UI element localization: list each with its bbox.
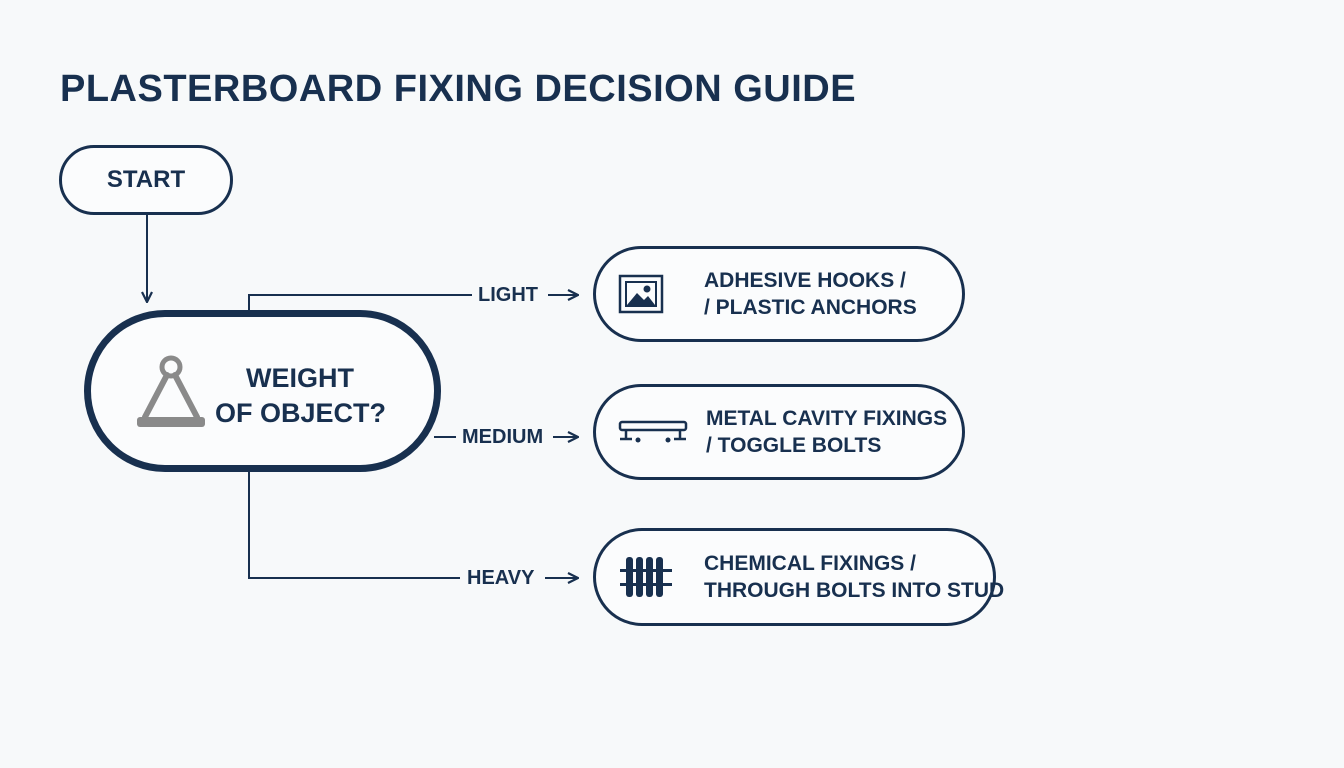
result-text-light: ADHESIVE HOOKS / / PLASTIC ANCHORS	[704, 267, 917, 321]
page-title: PLASTERBOARD FIXING DECISION GUIDE	[60, 68, 857, 110]
decision-node-weight: WEIGHT OF OBJECT?	[84, 310, 441, 472]
result-heavy-line-1: CHEMICAL FIXINGS /	[704, 552, 916, 575]
connector-light-line	[248, 294, 472, 310]
branch-label-medium: MEDIUM	[462, 426, 544, 448]
result-node-light: ADHESIVE HOOKS / / PLASTIC ANCHORS	[593, 246, 965, 342]
decision-question: WEIGHT OF OBJECT?	[215, 361, 387, 431]
result-node-heavy: CHEMICAL FIXINGS / THROUGH BOLTS INTO ST…	[593, 528, 1004, 626]
branch-label-light: LIGHT	[478, 284, 538, 306]
branch-label-heavy: HEAVY	[467, 567, 535, 589]
result-medium-line-2: / TOGGLE BOLTS	[706, 434, 882, 457]
picture-frame-icon	[618, 274, 664, 314]
result-light-line-1: ADHESIVE HOOKS /	[704, 269, 906, 292]
result-light-line-2: / PLASTIC ANCHORS	[704, 296, 917, 319]
decision-line-2: OF OBJECT?	[215, 398, 387, 428]
result-text-medium: METAL CAVITY FIXINGS / TOGGLE BOLTS	[706, 405, 947, 459]
result-node-medium: METAL CAVITY FIXINGS / TOGGLE BOLTS	[593, 384, 965, 480]
weight-icon	[137, 355, 205, 427]
connector-heavy-line	[248, 472, 460, 579]
radiator-icon	[620, 557, 672, 597]
start-node: START	[59, 145, 233, 215]
result-heavy-line-2: THROUGH BOLTS INTO STUD	[704, 579, 1005, 602]
shelf-icon	[618, 420, 688, 443]
result-medium-line-1: METAL CAVITY FIXINGS	[706, 407, 948, 430]
decision-line-1: WEIGHT	[246, 363, 354, 393]
result-text-heavy: CHEMICAL FIXINGS / THROUGH BOLTS INTO ST…	[704, 550, 1004, 604]
start-label: START	[106, 166, 186, 193]
